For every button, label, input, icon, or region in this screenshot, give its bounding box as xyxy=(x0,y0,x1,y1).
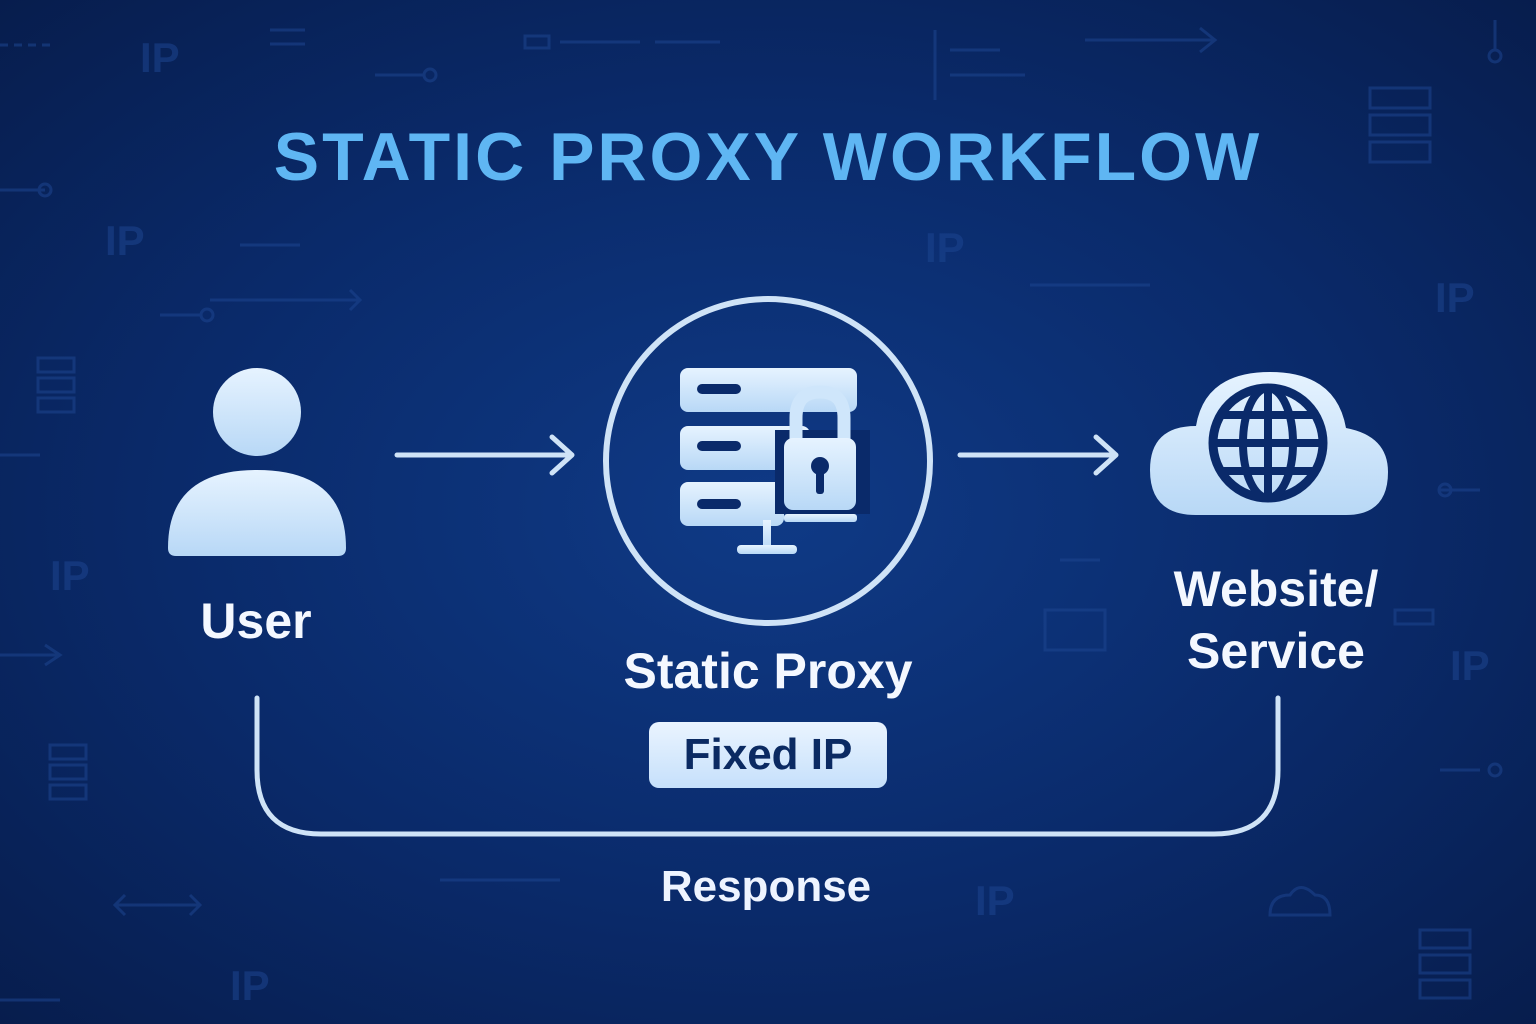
watermark-ip-text: IP xyxy=(230,962,270,1009)
cloud-globe-icon xyxy=(1150,372,1388,515)
response-path xyxy=(254,695,1281,837)
user-icon xyxy=(168,368,346,556)
fixed-ip-badge: Fixed IP xyxy=(649,722,887,788)
watermark-ip-text: IP xyxy=(105,217,145,264)
website-label-line1: Website/ xyxy=(1173,561,1379,617)
watermark-ip-text: IP xyxy=(925,224,965,271)
website-label-line2: Service xyxy=(1187,623,1365,679)
arrow-user-to-proxy xyxy=(394,434,575,476)
watermark-ip-text: IP xyxy=(1450,642,1490,689)
server-lock-icon xyxy=(603,296,933,626)
static-proxy-label: Static Proxy xyxy=(623,643,913,699)
watermark-ip-text: IP xyxy=(975,877,1015,924)
user-label: User xyxy=(200,593,312,649)
website-service-label: Website/ Service xyxy=(1126,558,1426,682)
watermark-ip-text: IP xyxy=(140,34,180,81)
diagram-title: STATIC PROXY WORKFLOW xyxy=(273,119,1263,195)
watermark-ip-text: IP xyxy=(1435,274,1475,321)
response-label: Response xyxy=(660,862,872,911)
watermark-ip-text: IP xyxy=(50,552,90,599)
arrow-proxy-to-website xyxy=(957,434,1119,476)
